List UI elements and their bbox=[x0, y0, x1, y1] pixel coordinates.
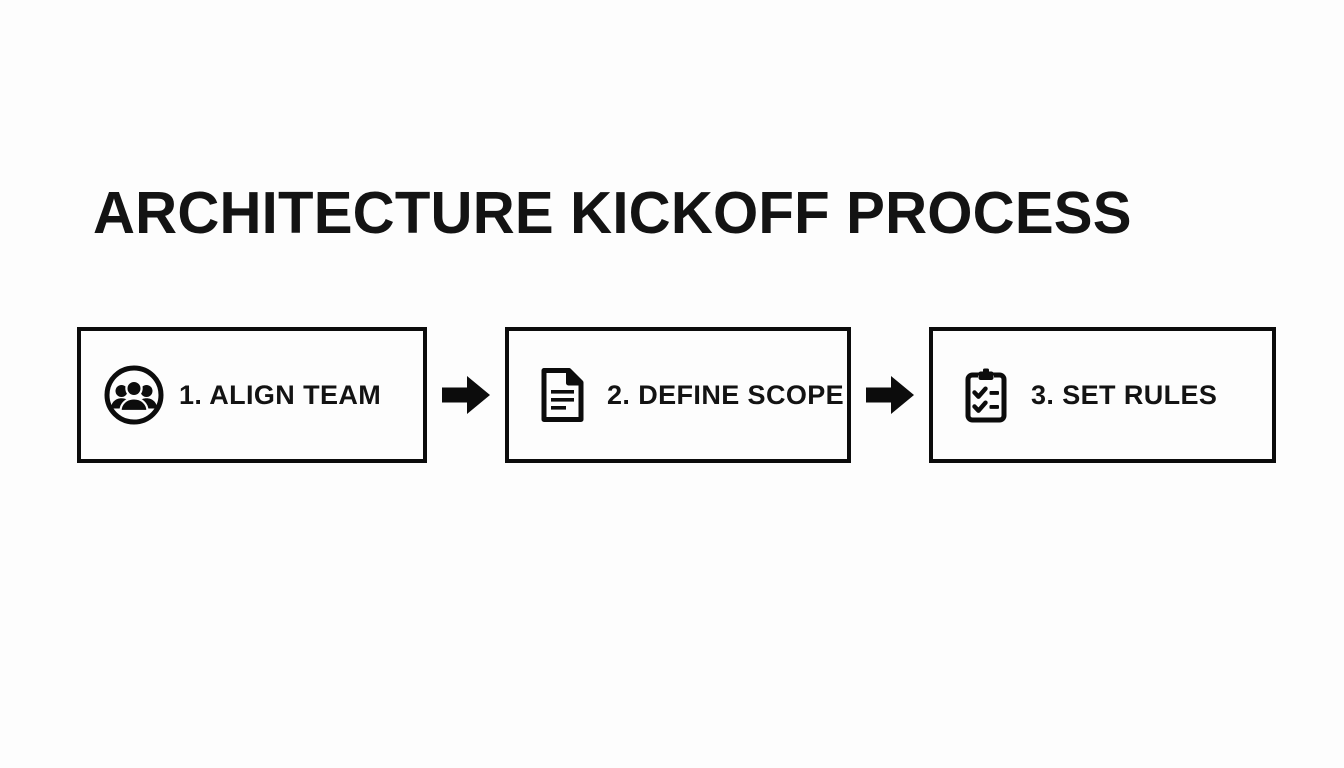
step-label-3: 3. SET RULES bbox=[1031, 379, 1218, 410]
step-label-2: 2. DEFINE SCOPE bbox=[607, 379, 845, 410]
process-flow: 1. ALIGN TEAM 2. DEFI bbox=[77, 327, 1277, 463]
page-title: ARCHITECTURE KICKOFF PROCESS bbox=[93, 180, 1132, 246]
step-box-2[interactable]: 2. DEFINE SCOPE bbox=[505, 327, 851, 463]
document-lines-icon bbox=[531, 364, 593, 426]
connector-1 bbox=[427, 327, 505, 463]
step-box-3[interactable]: 3. SET RULES bbox=[929, 327, 1276, 463]
people-group-circle-icon bbox=[103, 364, 165, 426]
arrow-right-icon bbox=[440, 369, 492, 421]
clipboard-checklist-icon bbox=[955, 364, 1017, 426]
step-box-1[interactable]: 1. ALIGN TEAM bbox=[77, 327, 427, 463]
arrow-right-icon bbox=[864, 369, 916, 421]
step-label-1: 1. ALIGN TEAM bbox=[179, 379, 382, 410]
connector-2 bbox=[851, 327, 929, 463]
